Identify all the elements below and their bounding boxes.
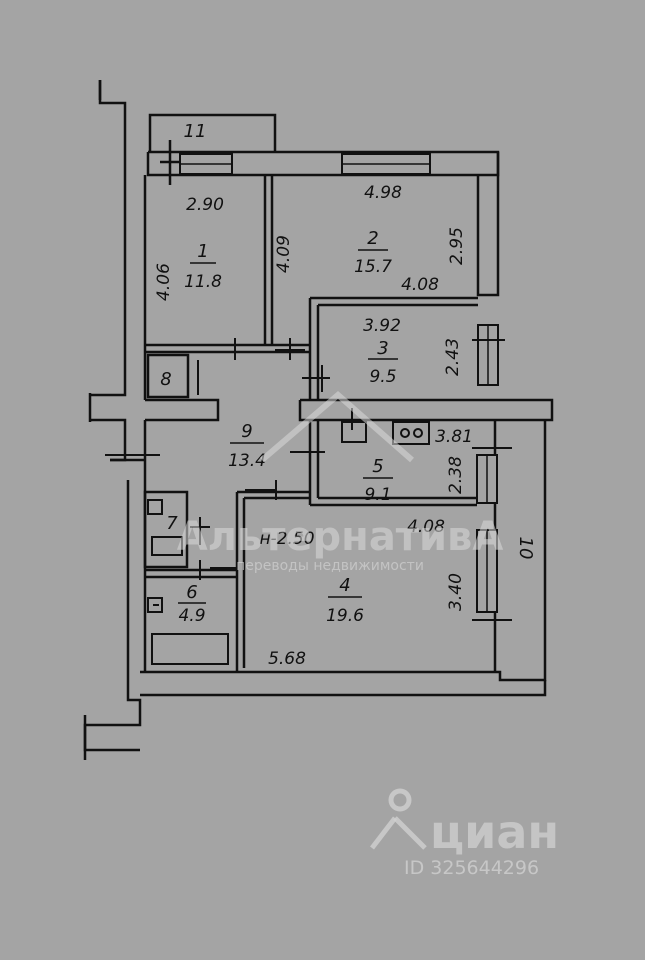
svg-text:13.4: 13.4 bbox=[228, 451, 266, 471]
dimension-labels: 2.90 4.06 4.09 4.98 2.95 4.08 3.92 2.43 … bbox=[154, 183, 473, 669]
svg-text:6: 6 bbox=[186, 582, 197, 603]
room-9-label: 9 13.4 bbox=[228, 421, 266, 471]
dim-r2-height: 2.95 bbox=[447, 227, 467, 265]
dim-r5-width: 3.81 bbox=[435, 427, 473, 447]
dim-r2-bottom: 4.08 bbox=[401, 275, 439, 295]
room-10-label: 10 bbox=[515, 537, 536, 560]
house-outline-icon bbox=[260, 391, 414, 463]
dim-r3-width: 3.92 bbox=[363, 316, 401, 336]
svg-text:4: 4 bbox=[339, 575, 350, 596]
room-5-label: 5 9.1 bbox=[363, 456, 393, 505]
window-room1 bbox=[179, 153, 233, 175]
ceiling-height: н-2.50 bbox=[259, 529, 314, 549]
svg-text:3: 3 bbox=[377, 338, 388, 359]
cian-watermark: циан ID 325644296 bbox=[370, 788, 559, 879]
room-1-label: 1 11.8 bbox=[184, 241, 222, 292]
svg-text:переводы недвижимости: переводы недвижимости bbox=[236, 558, 424, 574]
window-room3 bbox=[477, 324, 499, 386]
dim-r4-bottom: 5.68 bbox=[268, 649, 306, 669]
agency-watermark: АльтернативА переводы недвижимости bbox=[177, 391, 504, 574]
svg-text:ID 325644296: ID 325644296 bbox=[404, 857, 539, 879]
svg-text:9.5: 9.5 bbox=[369, 367, 396, 387]
svg-text:АльтернативА: АльтернативА bbox=[177, 514, 504, 560]
svg-text:8: 8 bbox=[160, 369, 171, 390]
svg-text:7: 7 bbox=[166, 513, 178, 534]
room-8-label: 8 bbox=[160, 369, 171, 390]
svg-text:11.8: 11.8 bbox=[184, 272, 222, 292]
svg-text:4.9: 4.9 bbox=[178, 606, 205, 626]
dim-r3-height: 2.43 bbox=[443, 338, 463, 376]
room-7-label: 7 bbox=[166, 513, 178, 534]
svg-text:10: 10 bbox=[515, 537, 536, 560]
location-pin-icon bbox=[370, 788, 427, 850]
dim-r1-r2-wall: 4.09 bbox=[274, 235, 294, 273]
svg-text:9.1: 9.1 bbox=[364, 485, 391, 505]
svg-text:9: 9 bbox=[241, 421, 252, 442]
exterior-wall-left bbox=[83, 80, 145, 760]
room-4-label: 4 19.6 bbox=[326, 575, 364, 626]
room-labels: 1 11.8 2 15.7 3 9.5 4 19.6 5 9.1 bbox=[160, 121, 536, 626]
svg-text:1: 1 bbox=[197, 241, 208, 262]
room-2-label: 2 15.7 bbox=[354, 228, 392, 277]
dim-r5-height: 2.38 bbox=[446, 456, 466, 494]
svg-text:циан: циан bbox=[430, 805, 559, 859]
window-room4 bbox=[476, 529, 498, 613]
window-room2 bbox=[341, 153, 431, 175]
door-marks bbox=[105, 338, 512, 621]
svg-text:19.6: 19.6 bbox=[326, 606, 364, 626]
dim-r1-width: 2.90 bbox=[186, 195, 224, 215]
svg-text:11: 11 bbox=[184, 121, 207, 142]
dim-r4-top: 4.08 bbox=[407, 517, 445, 537]
dim-r2-width: 4.98 bbox=[364, 183, 402, 203]
fixtures bbox=[147, 421, 430, 665]
room-11-label: 11 bbox=[184, 121, 207, 142]
svg-text:5: 5 bbox=[372, 456, 383, 477]
dim-r1-height: 4.06 bbox=[154, 263, 174, 301]
svg-text:15.7: 15.7 bbox=[354, 257, 392, 277]
dim-r4-height: 3.40 bbox=[446, 573, 466, 611]
room-6-label: 6 4.9 bbox=[178, 582, 206, 626]
interior-walls bbox=[143, 175, 478, 672]
room-3-label: 3 9.5 bbox=[368, 338, 398, 387]
svg-text:2: 2 bbox=[367, 228, 378, 249]
window-room5 bbox=[476, 454, 498, 504]
